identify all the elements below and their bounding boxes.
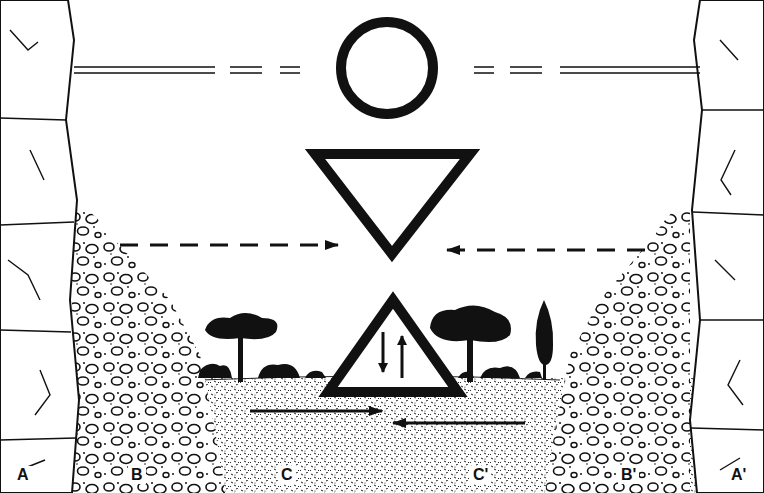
zone-label: B'	[618, 466, 639, 484]
zone-label: B	[128, 466, 146, 484]
zone-label: C	[278, 466, 296, 484]
zone-label: C'	[470, 466, 491, 484]
zone-label: A	[14, 466, 32, 484]
zone-label: A'	[728, 466, 749, 484]
